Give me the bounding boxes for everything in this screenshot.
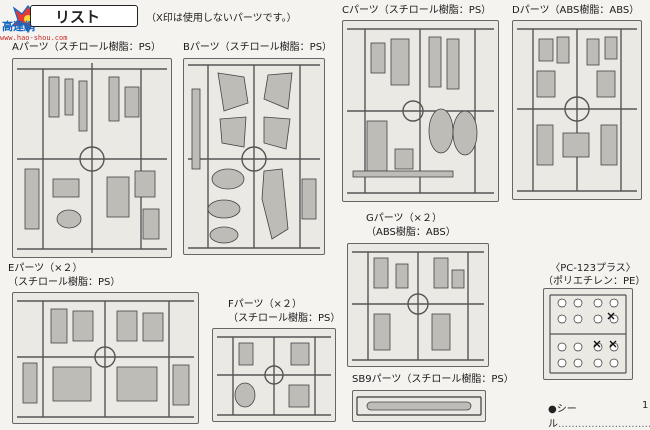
runner-sb9-material: （スチロール樹脂：PS） [401, 374, 514, 385]
pc-label: 〈PC-123プラス〉 （ポリエチレン：PE） [543, 262, 646, 288]
runner-f-label: Fパーツ（×２） （スチロール樹脂：PS） [228, 298, 340, 326]
runner-g-name: Gパーツ [366, 213, 404, 224]
runner-f-drawing [212, 328, 336, 422]
runner-a-label: Aパーツ（スチロール樹脂：PS） [12, 42, 161, 54]
seal-row: ●シール………………………… [548, 400, 650, 430]
runner-c-label: Cパーツ（スチロール樹脂：PS） [342, 5, 491, 17]
runner-sb9-name: SB9パーツ [352, 374, 402, 385]
runner-b-name: Bパーツ [183, 42, 220, 53]
runner-sb9-drawing [352, 390, 486, 422]
runner-a-drawing [12, 58, 172, 258]
pc-material: （ポリエチレン：PE） [543, 276, 646, 287]
runner-d-drawing [512, 20, 642, 200]
site-name: 高達網 [2, 20, 35, 33]
unused-parts-note: （X印は使用しないパーツです。） [146, 13, 297, 24]
runner-d-name: Dパーツ [512, 5, 550, 16]
runner-g-drawing [347, 243, 489, 367]
runner-f-material: （スチロール樹脂：PS） [228, 313, 341, 324]
runner-d-label: Dパーツ（ABS樹脂：ABS） [512, 5, 639, 17]
runner-g-material: （ABS樹脂：ABS） [366, 227, 456, 238]
runner-a-name: Aパーツ [12, 42, 49, 53]
runner-sb9-label: SB9パーツ（スチロール樹脂：PS） [352, 374, 514, 386]
runner-g-label: Gパーツ（×２） （ABS樹脂：ABS） [366, 212, 456, 240]
runner-c-name: Cパーツ [342, 5, 379, 16]
runner-g-count: （×２） [403, 213, 442, 224]
site-url: www.hao-shou.com [0, 34, 68, 42]
unused-x-icon [593, 312, 617, 348]
runner-f-count: （×２） [263, 299, 302, 310]
pc-123-drawing [543, 288, 633, 380]
runner-e-count: （×２） [44, 263, 83, 274]
runner-e-name: Eパーツ [8, 263, 45, 274]
runner-b-material: （スチロール樹脂：PS） [219, 42, 333, 53]
pc-name: 〈PC-123プラス〉 [550, 263, 636, 274]
runner-d-material: （ABS樹脂：ABS） [549, 5, 640, 16]
runner-e-drawing [12, 292, 199, 424]
runner-c-drawing [342, 20, 499, 202]
runner-b-drawing [183, 58, 325, 255]
runner-f-name: Fパーツ [228, 299, 264, 310]
runner-c-material: （スチロール樹脂：PS） [378, 5, 492, 16]
page-title-text: リスト [55, 8, 101, 26]
seal-count: 1 [642, 400, 649, 411]
page-title: リスト [30, 5, 138, 27]
runner-e-label: Eパーツ（×２） （スチロール樹脂：PS） [8, 262, 120, 290]
runner-a-material: （スチロール樹脂：PS） [48, 42, 162, 53]
runner-b-label: Bパーツ（スチロール樹脂：PS） [183, 42, 332, 54]
runner-e-material: （スチロール樹脂：PS） [8, 277, 121, 288]
